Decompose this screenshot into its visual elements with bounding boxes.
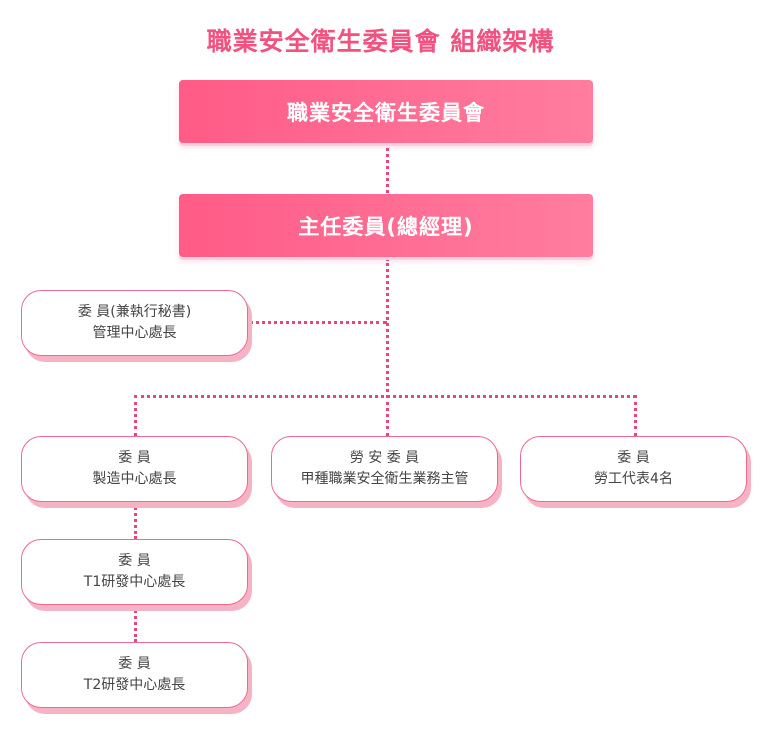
member-role: 委 員 — [617, 450, 650, 466]
secretary-title: 管理中心處長 — [92, 325, 177, 341]
committee-banner: 職業安全衛生委員會 — [179, 80, 593, 143]
member-box-safety-officer: 勞 安 委 員 甲種職業安全衛生業務主管 — [271, 436, 498, 502]
member-box-t2-rd: 委 員 T2研發中心處長 — [21, 642, 248, 708]
member-title: 製造中心處長 — [92, 471, 177, 487]
member-box-manufacturing: 委 員 製造中心處長 — [21, 436, 248, 502]
member-role: 委 員 — [118, 553, 151, 569]
member-role: 勞 安 委 員 — [349, 450, 420, 466]
connector-t1-t2 — [134, 605, 137, 642]
connector-member-row — [134, 395, 636, 398]
member-role: 委 員 — [118, 450, 151, 466]
member-title: 勞工代表4名 — [594, 471, 673, 487]
chair-banner: 主任委員(總經理) — [179, 194, 593, 257]
member-box-t1-rd: 委 員 T1研發中心處長 — [21, 539, 248, 605]
connector-committee-chair — [386, 143, 389, 193]
member-box-labor-representatives: 委 員 勞工代表4名 — [520, 436, 747, 502]
connector-drop-middle — [386, 395, 389, 436]
secretary-role: 委 員(兼執行秘書) — [77, 304, 192, 320]
member-title: T2研發中心處長 — [83, 677, 186, 693]
connector-drop-right — [634, 395, 637, 436]
member-title: 甲種職業安全衛生業務主管 — [300, 471, 469, 487]
member-role: 委 員 — [118, 656, 151, 672]
connector-drop-left — [134, 395, 137, 436]
connector-secretary — [249, 321, 387, 324]
connector-chair-trunk — [386, 258, 389, 398]
page-title: 職業安全衛生委員會 組織架構 — [206, 27, 555, 56]
connector-manufacturing-t1 — [134, 502, 137, 539]
member-title: T1研發中心處長 — [83, 574, 186, 590]
secretary-box: 委 員(兼執行秘書) 管理中心處長 — [21, 290, 248, 356]
